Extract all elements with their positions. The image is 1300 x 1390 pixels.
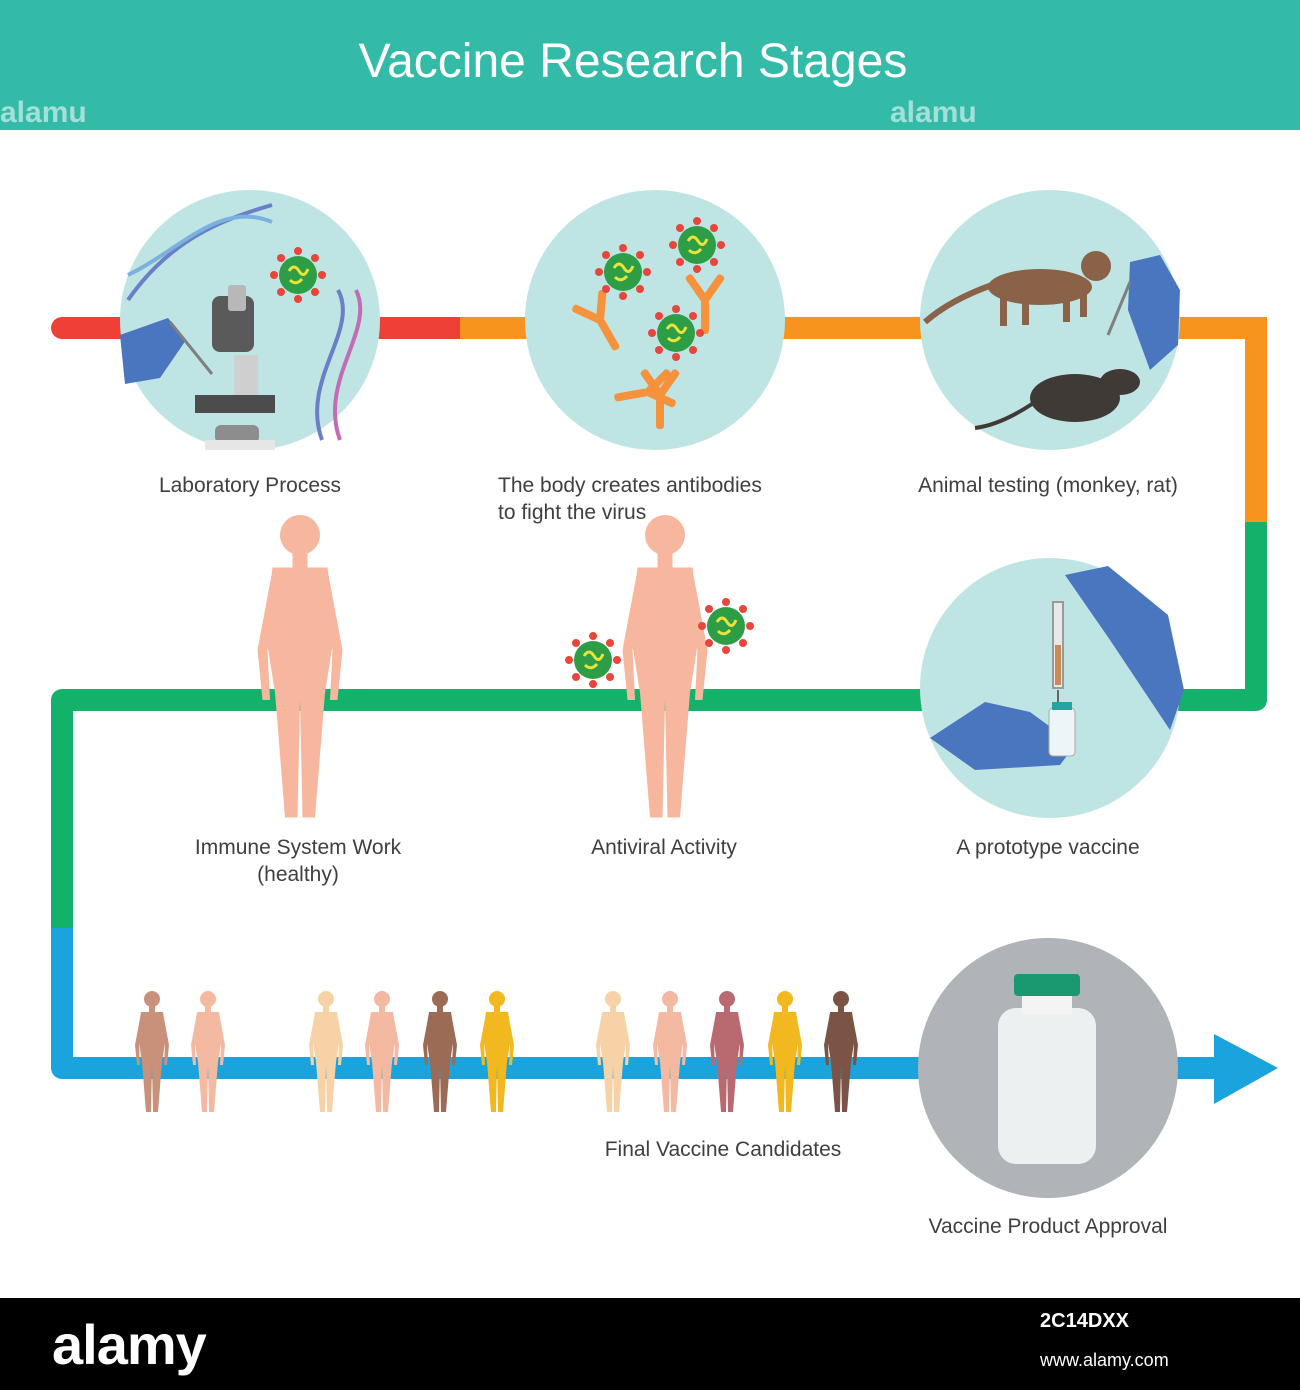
page-title: Vaccine Research Stages	[358, 35, 908, 88]
footer-bar: alamy 2C14DXX www.alamy.com	[0, 1298, 1300, 1390]
approval-illustration	[918, 938, 1178, 1198]
site-url: www.alamy.com	[1040, 1350, 1169, 1370]
footer-logo: alamy	[52, 1313, 207, 1376]
antibodies-label-line1: The body creates antibodies	[498, 474, 762, 497]
header-banner: Vaccine Research Stages alamu alamu	[0, 0, 1300, 130]
rat-icon	[974, 369, 1140, 430]
glove-hand-icon	[930, 566, 1184, 770]
candidates-label: Final Vaccine Candidates	[604, 1138, 842, 1161]
animal-label: Animal testing (monkey, rat)	[918, 474, 1178, 497]
watermark-text: alamu	[0, 96, 87, 129]
microscope-icon	[195, 285, 275, 450]
prototype-illustration	[920, 558, 1184, 818]
glove-hand-icon	[120, 318, 214, 384]
dna-icon	[126, 203, 363, 441]
antibodies-label: The body creates antibodies to fight the…	[498, 472, 808, 526]
antiviral-label: Antiviral Activity	[591, 836, 737, 859]
glove-hand-icon	[1106, 255, 1180, 370]
candidate-figures	[135, 991, 858, 1112]
prototype-label: A prototype vaccine	[956, 836, 1140, 859]
vaccine-bottle-icon	[998, 974, 1096, 1164]
monkey-icon	[923, 251, 1111, 326]
vial-icon	[1048, 702, 1076, 757]
arrow-right-icon	[1214, 1034, 1278, 1104]
approval-label: Vaccine Product Approval	[928, 1215, 1168, 1238]
image-id: 2C14DXX	[1040, 1310, 1129, 1332]
immune-label: Immune System Work (healthy)	[150, 834, 446, 888]
watermark-text: alamu	[890, 96, 977, 129]
antibodies-illustration	[525, 190, 785, 450]
laboratory-label: Laboratory Process	[158, 474, 342, 497]
human-figure-icon	[257, 515, 343, 818]
immune-label-line1: Immune System Work	[194, 836, 402, 859]
antibodies-label-line2: to fight the virus	[498, 501, 647, 524]
laboratory-illustration	[120, 190, 380, 450]
animal-testing-illustration	[920, 190, 1180, 450]
immune-label-line2: (healthy)	[257, 863, 339, 886]
human-figure-icon	[622, 515, 708, 818]
